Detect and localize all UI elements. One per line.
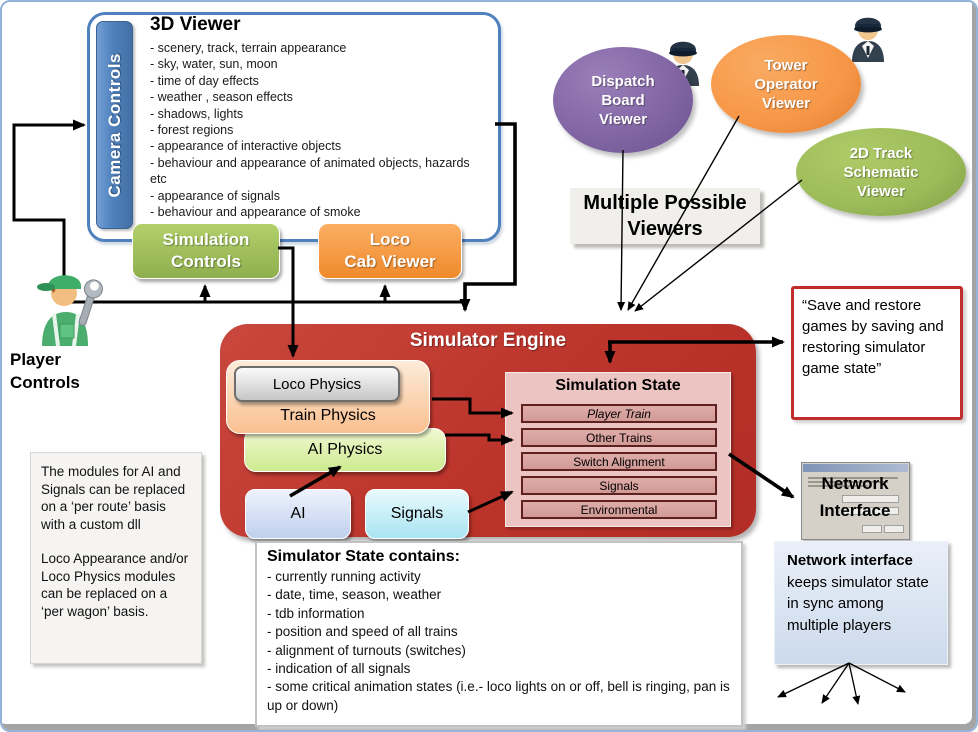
loco-cab-line2: Cab Viewer	[344, 252, 436, 271]
loco-cab-line1: Loco	[369, 230, 411, 249]
signals-label: Signals	[390, 505, 444, 522]
track2d-line3: Viewer	[856, 182, 906, 200]
dispatch-line2: Board	[601, 91, 645, 109]
3d-viewer-feature-list: - scenery, track, terrain appearance - s…	[150, 40, 486, 220]
feature-item: - weather , season effects	[150, 90, 293, 105]
loco-physics-label: Loco Physics	[272, 375, 362, 393]
tower-line3: Viewer	[761, 94, 811, 112]
feature-item: - behaviour and appearance of smoke	[150, 205, 361, 220]
network-interface-line1: Network	[821, 474, 889, 493]
player-label-line1: Player	[10, 350, 62, 369]
modules-note-box: The modules for AI and Signals can be re…	[30, 452, 202, 664]
dialog-field	[842, 507, 899, 515]
dispatch-line3: Viewer	[598, 110, 648, 128]
feature-item: - time of day effects	[150, 73, 259, 88]
network-sync-bold: Network interface	[787, 552, 913, 569]
camera-controls-tab: Camera Controls	[96, 21, 133, 229]
tower-line1: Tower	[764, 56, 808, 74]
2d-track-schematic-viewer-ellipse: 2D Track Schematic Viewer	[796, 128, 966, 216]
dispatch-board-viewer-ellipse: Dispatch Board Viewer	[553, 47, 693, 153]
dialog-text-line	[808, 477, 898, 479]
state-contains-item: - tdb information	[267, 605, 365, 621]
multiple-viewers-text: Multiple Possible Viewers	[583, 192, 747, 240]
state-row-environmental: Environmental	[521, 500, 717, 519]
simulator-engine-title: Simulator Engine	[409, 330, 567, 351]
arrow-network-fan-1	[777, 662, 850, 698]
network-interface-label: Network Interface	[797, 470, 913, 524]
tower-operator-viewer-ellipse: Tower Operator Viewer	[711, 35, 861, 133]
network-sync-rest: keeps simulator state in sync among mult…	[787, 573, 929, 634]
network-interface-line2: Interface	[819, 501, 891, 520]
state-contains-item: - currently running activity	[267, 569, 421, 584]
state-contains-item: - some critical animation states (i.e.- …	[267, 679, 730, 713]
track2d-line1: 2D Track	[849, 144, 913, 162]
simulation-state-panel: Simulation State Player Train Other Trai…	[505, 372, 731, 527]
tower-line2: Operator	[754, 75, 818, 93]
dialog-field	[842, 495, 899, 503]
feature-item: - behaviour and appearance of animated o…	[150, 155, 470, 187]
feature-item: - sky, water, sun, moon	[150, 57, 278, 72]
dispatch-line1: Dispatch	[591, 72, 655, 90]
ai-label: AI	[290, 505, 306, 522]
track2d-line2: Schematic	[843, 163, 919, 181]
ai-box: AI	[245, 489, 351, 539]
feature-item: - appearance of signals	[150, 188, 280, 203]
ai-physics-label: AI Physics	[307, 441, 383, 458]
state-row-switch-alignment: Switch Alignment	[521, 452, 717, 471]
loco-physics-box: Loco Physics	[234, 366, 400, 402]
state-contains-item: - alignment of turnouts (switches)	[267, 642, 466, 658]
feature-item: - scenery, track, terrain appearance	[150, 41, 347, 55]
player-avatar	[37, 275, 103, 347]
signals-box: Signals	[365, 489, 469, 539]
dialog-titlebar	[803, 464, 908, 472]
modules-note-p2: Loco Appearance and/or Loco Physics modu…	[41, 551, 189, 619]
state-contains-item: - position and speed of all trains	[267, 624, 458, 640]
arrow-network-fan-3	[848, 662, 861, 705]
feature-item: - forest regions	[150, 123, 234, 138]
save-restore-text: “Save and restore games by saving and re…	[802, 297, 944, 377]
dialog-text-line	[808, 481, 888, 483]
simulation-controls-box: Simulation Controls	[132, 223, 280, 279]
simulator-state-contains-box: Simulator State contains: - currently ru…	[255, 541, 743, 727]
state-contains-item: - indication of all signals	[267, 661, 411, 677]
multiple-possible-viewers-label: Multiple Possible Viewers	[570, 188, 760, 244]
state-row-signals: Signals	[521, 476, 717, 495]
simulation-state-title: Simulation State	[555, 377, 681, 394]
state-row-other-trains: Other Trains	[521, 428, 717, 447]
player-controls-label: Player Controls	[10, 348, 80, 394]
save-restore-note-box: “Save and restore games by saving and re…	[791, 286, 963, 420]
3d-viewer-box	[87, 12, 501, 242]
arrow-network-fan-2	[821, 662, 850, 704]
state-contains-title: Simulator State contains:	[267, 548, 460, 565]
camera-controls-label: Camera Controls	[104, 52, 124, 198]
state-contains-item: - date, time, season, weather	[267, 587, 442, 603]
loco-cab-viewer-label: Loco Cab Viewer	[344, 229, 435, 273]
modules-note-p1: The modules for AI and Signals can be re…	[41, 464, 186, 532]
dialog-button	[884, 525, 904, 533]
feature-item: - appearance of interactive objects	[150, 139, 342, 154]
conductor-avatar-icon	[852, 17, 884, 62]
loco-cab-viewer-box: Loco Cab Viewer	[318, 223, 462, 279]
dialog-text-line	[808, 485, 868, 487]
arrow-network-fan-4	[848, 662, 906, 693]
dialog-button	[862, 525, 882, 533]
train-physics-label: Train Physics	[280, 407, 376, 424]
state-row-player-train: Player Train	[521, 404, 717, 423]
player-label-line2: Controls	[10, 373, 80, 392]
network-dialog-thumbnail	[801, 462, 910, 540]
3d-viewer-title: 3D Viewer	[150, 14, 241, 35]
network-sync-note-box: Network interface keeps simulator state …	[774, 541, 948, 665]
simulation-controls-label: Simulation Controls	[162, 230, 250, 271]
ai-physics-box: AI Physics	[244, 428, 446, 472]
feature-item: - shadows, lights	[150, 106, 244, 121]
